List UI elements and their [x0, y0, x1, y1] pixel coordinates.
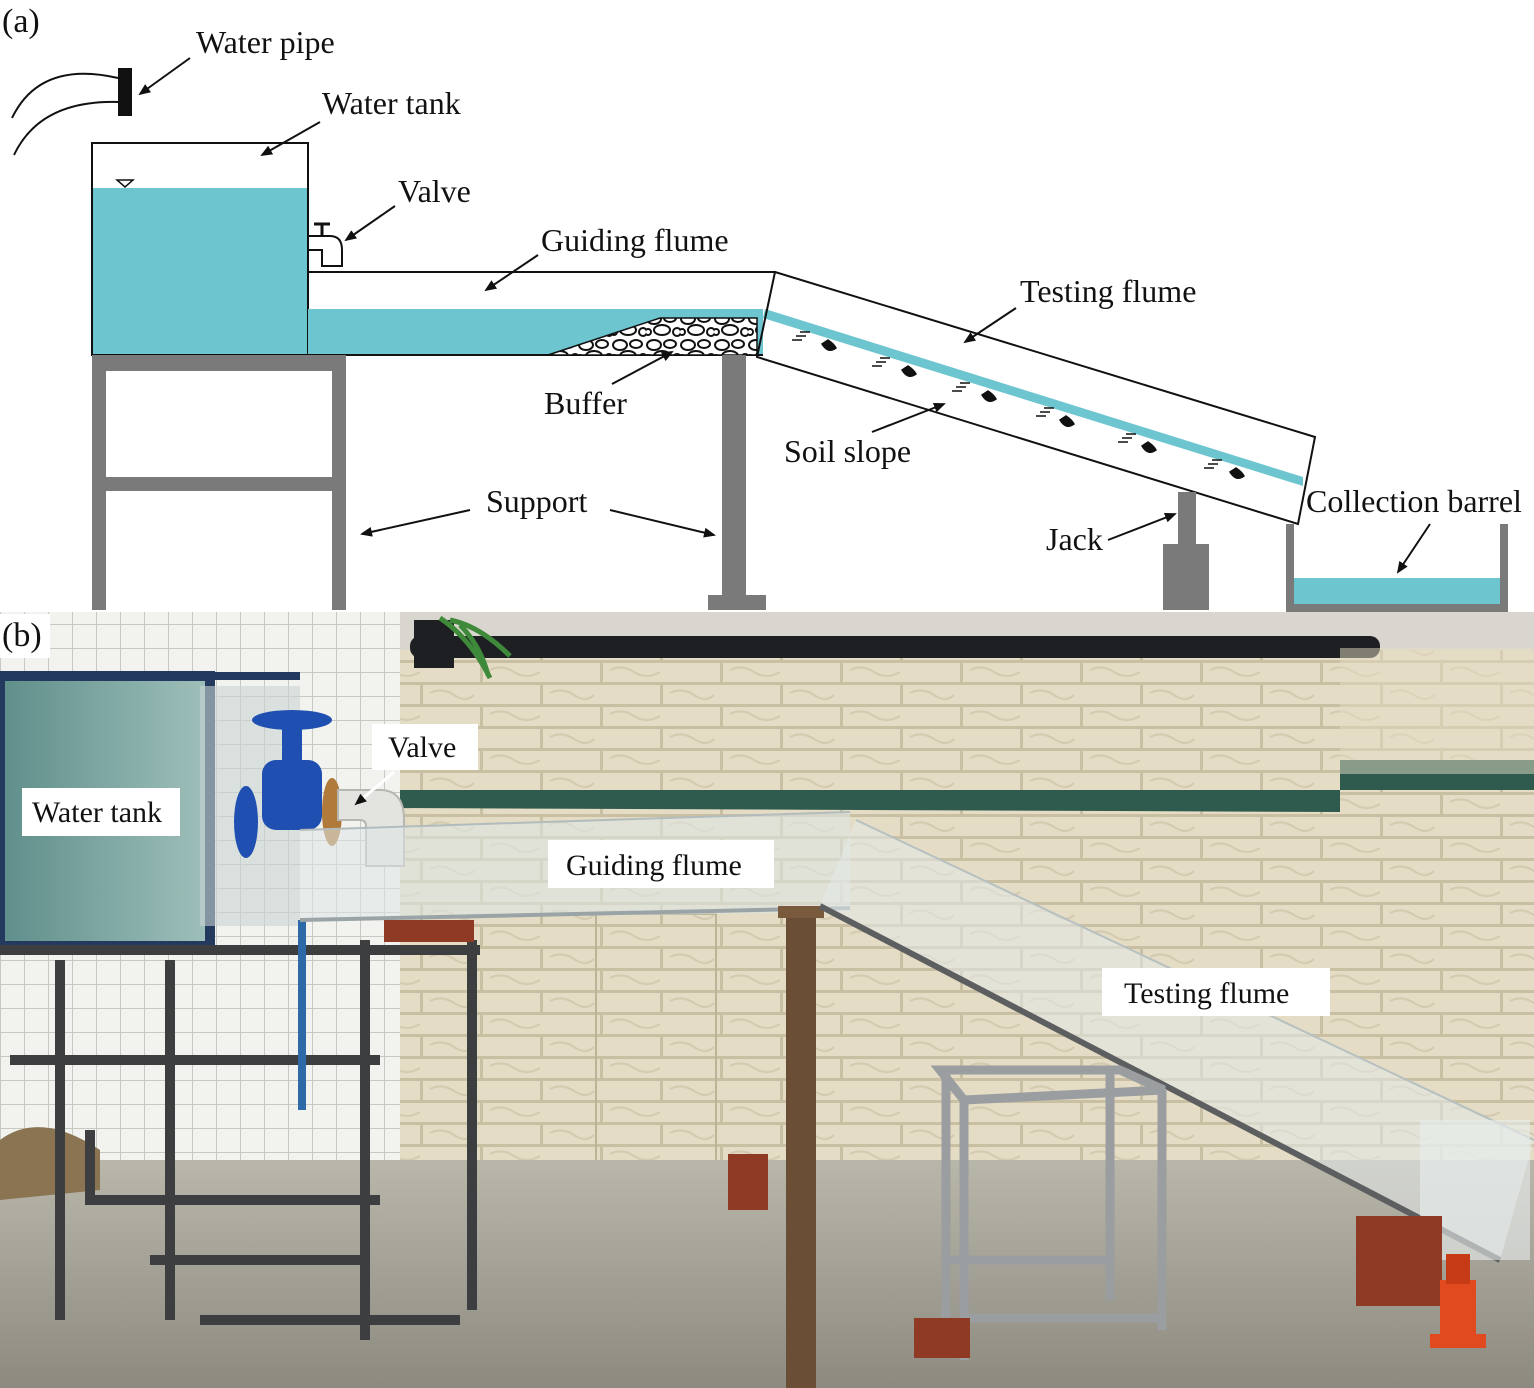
jack-schematic	[1163, 492, 1209, 610]
photo-label-valve: Valve	[354, 724, 478, 806]
panel-b-label-bg	[0, 614, 50, 658]
guiding-flume-schematic	[308, 271, 775, 356]
label-support: Support	[486, 483, 587, 519]
photo-label-water-tank: Water tank	[22, 788, 180, 836]
panel-b-label: (b)	[2, 617, 42, 654]
water-pipe	[11, 68, 132, 156]
label-guiding-flume: Guiding flume	[541, 222, 729, 258]
photo-label-water-tank-text: Water tank	[32, 796, 162, 829]
label-soil-slope: Soil slope	[784, 433, 911, 469]
label-water-pipe: Water pipe	[196, 24, 335, 60]
support-frames	[92, 355, 766, 610]
water-tank-schematic	[91, 142, 309, 356]
fern-plant	[438, 615, 512, 680]
panel-b-photo: Valve Water tank Guiding flume Testing f…	[0, 612, 1534, 1388]
panel-a-label: (a)	[2, 3, 40, 40]
photo-bricks	[384, 920, 1442, 1358]
photo-jack	[1430, 1254, 1486, 1348]
photo-label-testing-flume-text: Testing flume	[1124, 977, 1289, 1010]
blue-pipe	[298, 920, 306, 1110]
photo-metal-stand	[930, 1065, 1167, 1360]
photo-steel-frame	[0, 940, 480, 1340]
photo-testing-flume	[818, 819, 1534, 1263]
wooden-post	[786, 912, 816, 1388]
photo-label-testing-flume: Testing flume	[1102, 968, 1330, 1016]
drain-pipe	[410, 636, 1380, 658]
label-collection-barrel: Collection barrel	[1306, 483, 1522, 519]
label-valve: Valve	[398, 173, 471, 209]
photo-label-guiding-flume-text: Guiding flume	[566, 849, 742, 882]
label-jack: Jack	[1046, 521, 1103, 557]
testing-flume-schematic	[755, 270, 1317, 526]
valve-schematic	[307, 222, 343, 267]
label-testing-flume: Testing flume	[1020, 273, 1196, 309]
photo-label-guiding-flume: Guiding flume	[548, 840, 774, 888]
panel-a-schematic: (a)	[2, 3, 1522, 612]
label-buffer: Buffer	[544, 385, 627, 421]
collection-barrel-schematic	[1286, 524, 1508, 612]
photo-label-valve-text: Valve	[388, 731, 456, 764]
label-water-tank: Water tank	[322, 85, 461, 121]
green-band	[400, 760, 1534, 812]
